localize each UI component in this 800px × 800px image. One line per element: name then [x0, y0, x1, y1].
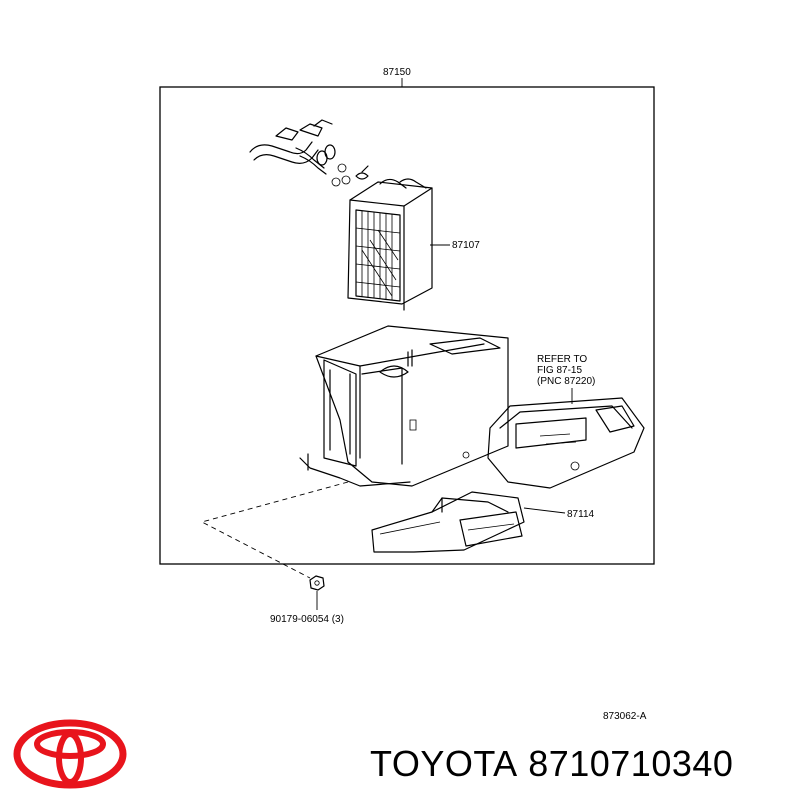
- fastener-part-label: 90179-06054 (3): [270, 614, 344, 625]
- duct-leader-line: [523, 507, 566, 514]
- lower-air-duct: [371, 491, 525, 553]
- radiator-part-label: 87107: [452, 240, 480, 251]
- toyota-logo-icon: [13, 719, 127, 789]
- figure-code: 873062-A: [603, 711, 647, 722]
- brand-part-caption: TOYOTA 8710710340: [370, 742, 795, 786]
- heater-radiator-core: [347, 178, 433, 311]
- assembly-frame: [159, 86, 655, 565]
- blower-duct: [487, 397, 645, 489]
- reference-note-line-1: REFER TO: [537, 354, 587, 365]
- fastener-nut: [309, 575, 325, 591]
- duct-part-label: 87114: [567, 509, 595, 520]
- part-number: 8710710340: [528, 743, 734, 784]
- reference-note-line-3: (PNC 87220): [537, 376, 595, 387]
- brand-name: TOYOTA: [370, 743, 518, 784]
- assembly-part-label: 87150: [383, 67, 411, 78]
- heater-unit-housing: [299, 325, 509, 487]
- reference-note-line-2: FIG 87-15: [537, 365, 582, 376]
- hose-set: [249, 119, 369, 187]
